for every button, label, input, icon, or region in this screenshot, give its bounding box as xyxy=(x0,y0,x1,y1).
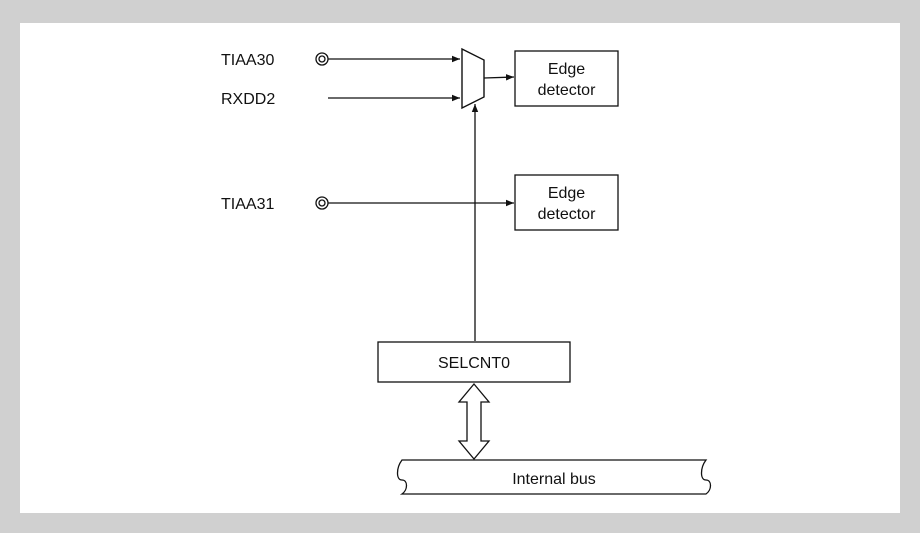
internal-bus-label: Internal bus xyxy=(512,471,596,488)
selcnt0-register: SELCNT0 xyxy=(377,341,571,383)
edge-detector-bottom: Edge detector xyxy=(514,174,619,231)
mux-output-line xyxy=(483,74,515,81)
edge-detector-top: Edge detector xyxy=(514,50,619,107)
rxdd2-label: RXDD2 xyxy=(221,91,275,108)
tiaa30-pin-icon xyxy=(315,52,329,66)
bus-bidirectional-arrow xyxy=(457,382,491,461)
edge-detector-top-line1: Edge xyxy=(548,61,585,78)
tiaa31-pin-icon xyxy=(315,196,329,210)
tiaa31-label: TIAA31 xyxy=(221,196,274,213)
internal-bus: Internal bus xyxy=(396,459,712,495)
diagram-panel xyxy=(20,23,900,513)
multiplexer xyxy=(461,47,485,110)
tiaa30-label: TIAA30 xyxy=(221,52,274,69)
edge-detector-bottom-line1: Edge xyxy=(548,185,585,202)
edge-detector-bottom-line2: detector xyxy=(538,206,596,223)
selcnt0-label: SELCNT0 xyxy=(438,355,510,372)
edge-detector-top-line2: detector xyxy=(538,82,596,99)
